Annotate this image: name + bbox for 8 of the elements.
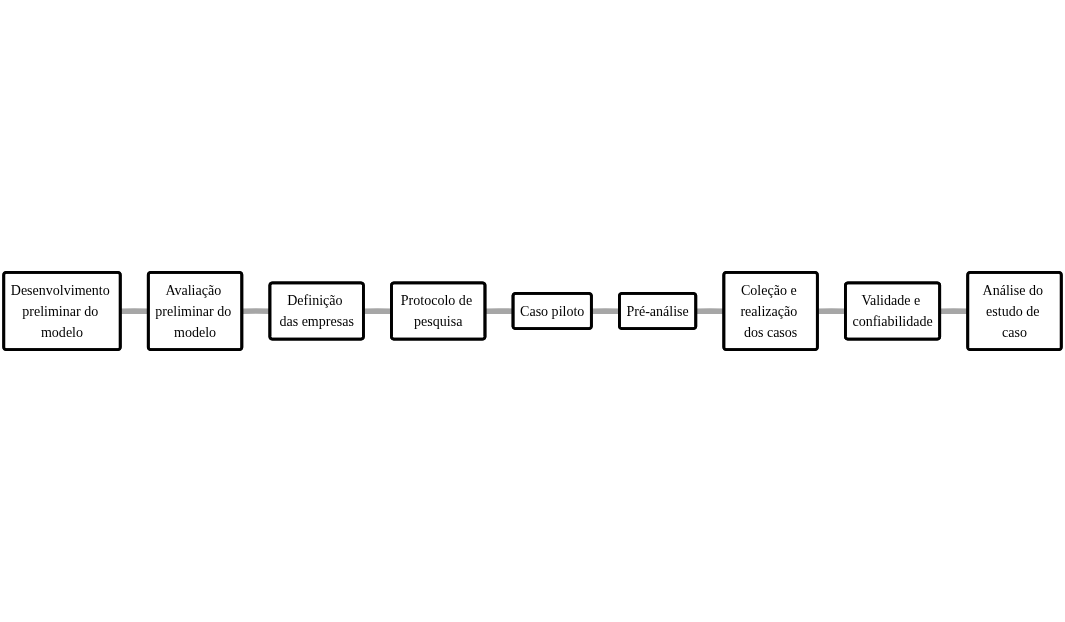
- connector: [485, 308, 514, 315]
- connector: [120, 308, 149, 315]
- connector: [591, 308, 620, 315]
- connector: [817, 308, 846, 315]
- connector: [695, 308, 725, 315]
- connector: [363, 308, 392, 315]
- connector: [939, 308, 968, 315]
- connector: [242, 308, 271, 315]
